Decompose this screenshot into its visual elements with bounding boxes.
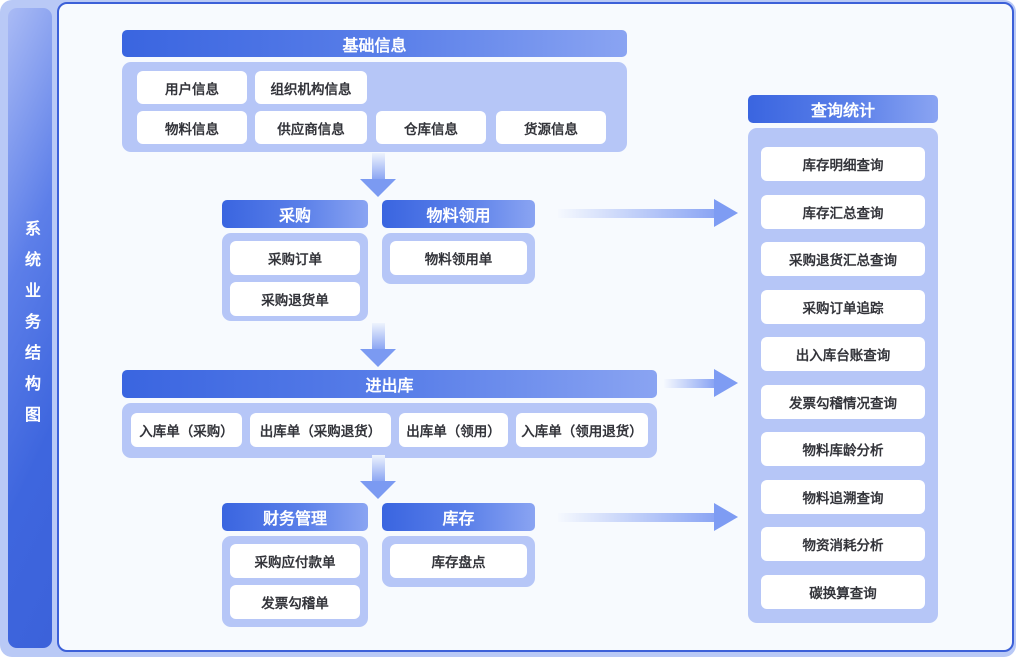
section-header-basic-info: 基础信息 <box>122 30 627 57</box>
node-outbound-purchase-return: 出库单（采购退货） <box>250 413 391 447</box>
node-inbound-requisition-return: 入库单（领用退货） <box>516 413 648 447</box>
diagram-title: 系统业务结构图 <box>22 219 39 437</box>
node-user-info: 用户信息 <box>137 71 247 104</box>
node-goods-source-info: 货源信息 <box>496 111 606 144</box>
arrow-head <box>360 349 396 367</box>
section-header-finance: 财务管理 <box>222 503 368 531</box>
node-carbon-conversion-query: 碳换算查询 <box>761 575 925 609</box>
node-material-aging-analysis: 物料库龄分析 <box>761 432 925 466</box>
arrow-shaft <box>558 208 714 218</box>
arrow-right-icon <box>558 199 738 227</box>
arrow-head <box>360 481 396 499</box>
arrow-down-icon <box>360 323 396 367</box>
arrow-head <box>714 503 738 531</box>
arrow-down-icon <box>360 153 396 197</box>
node-invoice-reconciliation: 发票勾稽单 <box>230 585 360 619</box>
section-header-purchase: 采购 <box>222 200 368 228</box>
node-stock-summary-query: 库存汇总查询 <box>761 195 925 229</box>
node-org-info: 组织机构信息 <box>255 71 367 104</box>
node-stock-detail-query: 库存明细查询 <box>761 147 925 181</box>
node-purchase-return: 采购退货单 <box>230 282 360 316</box>
section-header-inventory: 库存 <box>382 503 535 531</box>
section-header-requisition: 物料领用 <box>382 200 535 228</box>
node-stock-count: 库存盘点 <box>390 544 527 578</box>
arrow-shaft <box>371 455 385 481</box>
arrow-right-icon <box>664 369 738 397</box>
section-header-query: 查询统计 <box>748 95 938 123</box>
arrow-shaft <box>371 323 385 349</box>
node-inout-ledger-query: 出入库台账查询 <box>761 337 925 371</box>
arrow-shaft <box>371 153 385 179</box>
diagram-title-bar: 系统业务结构图 <box>8 8 52 648</box>
arrow-down-icon <box>360 455 396 499</box>
node-outbound-requisition: 出库单（领用） <box>399 413 508 447</box>
node-purchase-payable: 采购应付款单 <box>230 544 360 578</box>
arrow-right-icon <box>558 503 738 531</box>
node-inbound-purchase: 入库单（采购） <box>131 413 242 447</box>
node-invoice-reconciliation-query: 发票勾稽情况查询 <box>761 385 925 419</box>
arrow-head <box>714 369 738 397</box>
arrow-head <box>360 179 396 197</box>
arrow-head <box>714 199 738 227</box>
arrow-shaft <box>558 512 714 522</box>
node-material-requisition: 物料领用单 <box>390 241 527 275</box>
arrow-shaft <box>664 378 714 388</box>
node-warehouse-info: 仓库信息 <box>376 111 486 144</box>
node-material-info: 物料信息 <box>137 111 247 144</box>
node-material-trace-query: 物料追溯查询 <box>761 480 925 514</box>
node-purchase-return-summary-query: 采购退货汇总查询 <box>761 242 925 276</box>
section-header-inout: 进出库 <box>122 370 657 398</box>
node-purchase-order: 采购订单 <box>230 241 360 275</box>
node-purchase-order-tracking: 采购订单追踪 <box>761 290 925 324</box>
node-material-consumption-analysis: 物资消耗分析 <box>761 527 925 561</box>
node-supplier-info: 供应商信息 <box>255 111 367 144</box>
